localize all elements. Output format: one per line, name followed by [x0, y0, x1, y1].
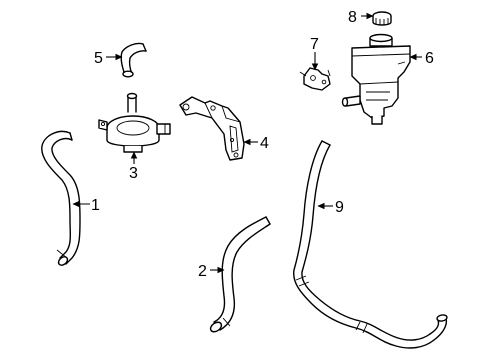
part-5-hose [120, 42, 147, 78]
callout-leaders [72, 12, 422, 274]
part-4-bracket [179, 96, 245, 161]
callout-3: 3 [129, 165, 138, 182]
part-1-hose [41, 130, 81, 266]
callout-numbers: 1 2 3 4 5 6 7 8 9 [91, 9, 434, 280]
callout-6: 6 [425, 50, 434, 67]
callout-5: 5 [94, 50, 103, 67]
part-3-water-pump [98, 92, 171, 153]
callout-8: 8 [348, 9, 357, 26]
callout-2: 2 [198, 263, 207, 280]
part-7-bracket [299, 67, 331, 91]
callout-4: 4 [260, 135, 269, 152]
part-9-hose [293, 140, 448, 349]
callout-1: 1 [91, 197, 100, 214]
part-8-cap [372, 11, 392, 26]
part-2-hose [209, 216, 271, 333]
callout-9: 9 [335, 199, 344, 216]
callout-7: 7 [310, 36, 319, 53]
part-6-reservoir [341, 33, 411, 125]
